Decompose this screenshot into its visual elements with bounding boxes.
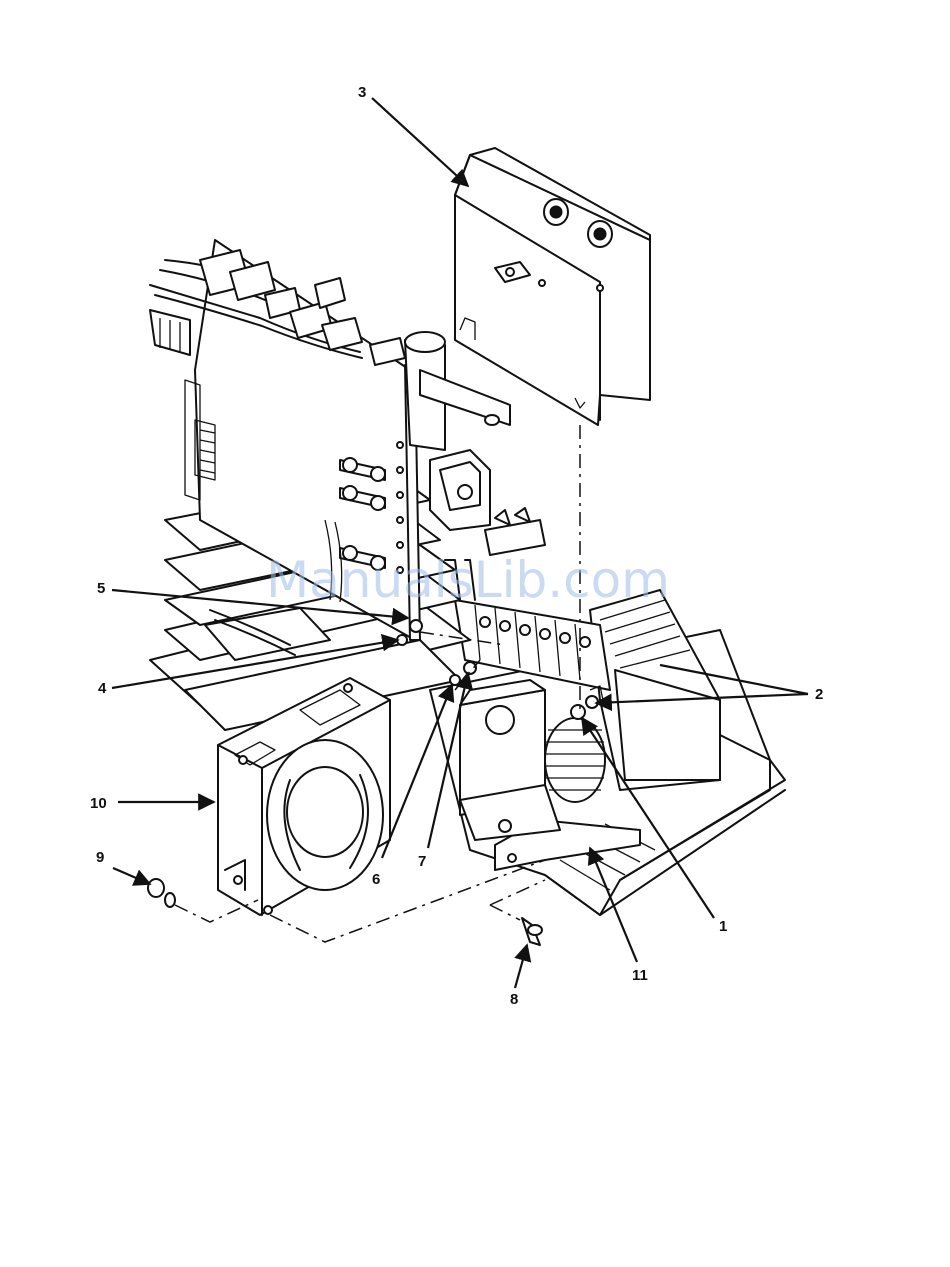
- leader-9: [113, 868, 150, 884]
- callout-9: 9: [96, 849, 104, 866]
- cover-panel: [455, 148, 650, 425]
- screw-5: [410, 620, 422, 632]
- screw-4: [397, 635, 407, 645]
- screw-head-8: [528, 925, 542, 935]
- leader-6: [382, 685, 452, 858]
- nut-1: [571, 705, 585, 719]
- callout-3: 3: [358, 84, 366, 101]
- callout-7: 7: [418, 853, 426, 870]
- nut-9: [148, 879, 164, 897]
- screw-6: [450, 675, 460, 685]
- callout-5: 5: [97, 580, 105, 597]
- callout-2: 2: [815, 686, 823, 703]
- watermark-text: ManualsLib.com: [266, 551, 670, 609]
- leader-8: [515, 945, 527, 988]
- callout-4: 4: [98, 680, 107, 697]
- callout-11: 11: [632, 967, 648, 984]
- callout-10: 10: [90, 795, 107, 812]
- callout-1: 1: [719, 918, 727, 935]
- callout-8: 8: [510, 991, 518, 1008]
- callout-6: 6: [372, 871, 380, 888]
- washer-9: [165, 893, 175, 907]
- leader-3: [372, 98, 468, 186]
